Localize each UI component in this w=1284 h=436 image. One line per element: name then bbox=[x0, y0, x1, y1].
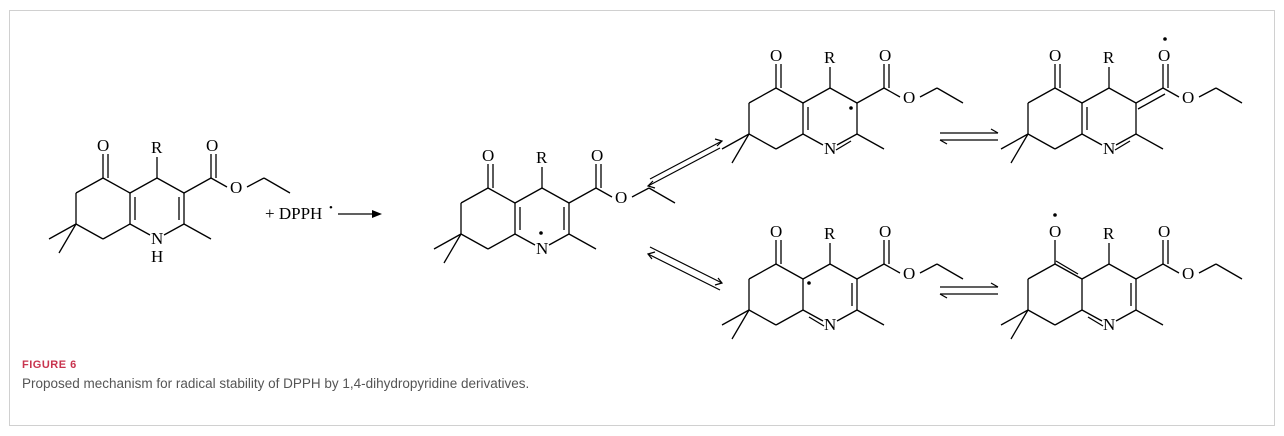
atom-label-o: O bbox=[1049, 46, 1061, 65]
reaction-scheme: O R O O N H + DPPH • O R O O N bbox=[48, 37, 1243, 340]
atom-label-o: O bbox=[770, 46, 782, 65]
structure-n-radical: O R O O N bbox=[433, 146, 676, 264]
atom-label-o: O bbox=[1049, 222, 1061, 241]
atom-label-n: N bbox=[824, 315, 836, 334]
atom-label-o: O bbox=[230, 178, 242, 197]
atom-label-n: N bbox=[824, 139, 836, 158]
atom-label-n: N bbox=[1103, 315, 1115, 334]
structure-c3-radical: O R O O N bbox=[721, 46, 964, 164]
atom-label-o: O bbox=[1182, 264, 1194, 283]
atom-label-r: R bbox=[824, 48, 836, 67]
structure-ester-o-radical: O R O O N bbox=[1000, 37, 1243, 164]
equilibrium-arrow-bottom-right bbox=[939, 282, 999, 299]
atom-label-o: O bbox=[615, 188, 627, 207]
figure-label: FIGURE 6 bbox=[22, 359, 77, 371]
atom-label-o: O bbox=[97, 136, 109, 155]
forward-arrow bbox=[338, 210, 382, 218]
atom-label-r: R bbox=[1103, 224, 1115, 243]
radical-dot bbox=[807, 281, 811, 285]
atom-label-o: O bbox=[482, 146, 494, 165]
atom-label-o: O bbox=[903, 264, 915, 283]
equilibrium-arrow-down bbox=[646, 246, 724, 291]
atom-label-n: N bbox=[536, 239, 548, 258]
atom-label-o: O bbox=[903, 88, 915, 107]
atom-label-r: R bbox=[1103, 48, 1115, 67]
figure-caption: Proposed mechanism for radical stability… bbox=[22, 376, 530, 391]
atom-label-o: O bbox=[879, 222, 891, 241]
atom-label-o: O bbox=[206, 136, 218, 155]
figure-frame: O R O O N H + DPPH • O R O O N bbox=[9, 10, 1275, 426]
equilibrium-arrow-top-right bbox=[939, 128, 999, 145]
radical-dot bbox=[1163, 37, 1167, 41]
structure-enol-o-radical: O R O O N bbox=[1000, 213, 1243, 340]
atom-label-r: R bbox=[151, 138, 163, 157]
radical-dot bbox=[849, 106, 853, 110]
atom-label-o: O bbox=[1182, 88, 1194, 107]
atom-label-o: O bbox=[591, 146, 603, 165]
structure-c4a-radical: O R O O N bbox=[721, 222, 964, 340]
radical-dot: • bbox=[329, 202, 333, 214]
equilibrium-arrow-up bbox=[646, 138, 724, 189]
atom-label-o: O bbox=[770, 222, 782, 241]
atom-label-o: O bbox=[1158, 222, 1170, 241]
radical-dot bbox=[1053, 213, 1057, 217]
atom-label-r: R bbox=[536, 148, 548, 167]
atom-label-h: H bbox=[151, 247, 163, 266]
reagent-label: + DPPH bbox=[265, 204, 322, 223]
atom-label-r: R bbox=[824, 224, 836, 243]
radical-dot bbox=[539, 231, 543, 235]
atom-label-o: O bbox=[1158, 46, 1170, 65]
structure-dhp: O R O O N H bbox=[48, 136, 291, 266]
atom-label-o: O bbox=[879, 46, 891, 65]
atom-label-n: N bbox=[1103, 139, 1115, 158]
atom-label-n: N bbox=[151, 229, 163, 248]
